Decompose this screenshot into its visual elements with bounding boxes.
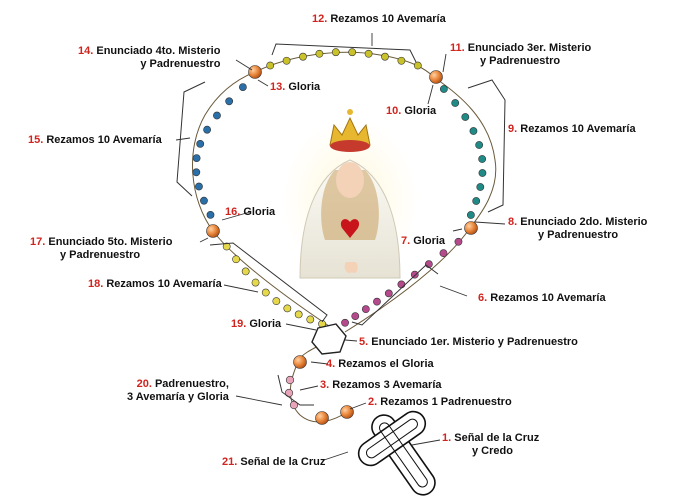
label-10: 10. Gloria	[386, 105, 437, 117]
decade-4-bead	[192, 154, 201, 162]
decade-5-bead	[306, 315, 315, 324]
decade-1-bead	[410, 270, 419, 279]
decade-4-bead	[203, 125, 212, 134]
decade-3-bead	[381, 52, 389, 61]
decade-3-bead	[348, 48, 357, 57]
decade-5-bead	[261, 288, 270, 297]
leader-lines	[175, 33, 506, 461]
decade-2-bead	[476, 183, 485, 191]
decade-2-bead	[472, 197, 481, 205]
padrenuestro-bead-4	[248, 65, 262, 79]
decade-1-bead	[454, 237, 463, 246]
decade-5-bead	[222, 242, 231, 251]
label-7: 7. Gloria	[401, 235, 446, 247]
label-19: 19. Gloria	[231, 318, 282, 330]
label-3: 3. Rezamos 3 Avemaría	[320, 379, 442, 391]
rosary-beads	[192, 48, 487, 425]
decade-1-bead	[384, 289, 393, 298]
padrenuestro-bead-20	[315, 411, 329, 425]
decade-1-bead	[373, 297, 381, 306]
decade-1-bead	[341, 318, 349, 327]
decade-3-bead	[315, 49, 324, 58]
padrenuestro-bead-intro	[340, 405, 354, 419]
crucifix	[357, 410, 436, 496]
decade-2-bead	[461, 113, 470, 121]
decade-1-bead	[361, 305, 370, 314]
label-9: 9. Rezamos 10 Avemaría	[508, 123, 636, 135]
decade-2-bead	[475, 141, 484, 149]
virgin-mary-image	[282, 109, 418, 282]
decade-5-bead	[232, 255, 240, 264]
decade-4-bead	[192, 168, 201, 177]
decade-1-bead	[439, 249, 448, 258]
decade-2-bead	[469, 127, 478, 135]
decade-4-bead	[206, 210, 215, 219]
decade-3-bead	[397, 56, 406, 65]
decade-3-bead	[364, 49, 373, 58]
decade-3-bead	[282, 56, 291, 65]
decade-4-bead	[225, 97, 234, 106]
label-2: 2. Rezamos 1 Padrenuestro	[368, 396, 512, 408]
decade-2-bead	[478, 155, 487, 163]
brackets	[176, 43, 506, 406]
decade-5-bead	[294, 310, 303, 319]
gloria-bead-4	[293, 355, 307, 369]
label-20: 20. Padrenuestro,3 Avemaría y Gloria	[127, 378, 229, 403]
central-medal	[311, 323, 347, 355]
decade-4-bead	[213, 111, 221, 120]
avemaria-intro-bead	[285, 375, 295, 385]
decade-5-bead	[241, 267, 250, 276]
decade-3-bead	[266, 61, 275, 70]
decade-5-bead	[283, 304, 292, 313]
decade-5-bead	[272, 297, 281, 306]
label-6: 6. Rezamos 10 Avemaría	[478, 292, 606, 304]
label-15: 15. Rezamos 10 Avemaría	[28, 134, 162, 146]
decade-2-bead	[466, 211, 475, 219]
decade-2-bead	[478, 169, 487, 177]
decade-2-bead	[451, 99, 460, 107]
label-13: 13. Gloria	[270, 81, 321, 93]
decade-4-bead	[200, 196, 208, 205]
decade-4-bead	[195, 182, 203, 191]
decade-2-bead	[439, 85, 448, 93]
decade-5-bead	[251, 278, 260, 287]
padrenuestro-bead-5	[206, 224, 220, 238]
label-16: 16. Gloria	[225, 206, 276, 218]
decade-3-bead	[413, 61, 422, 70]
padrenuestro-bead-2	[464, 221, 478, 235]
decade-4-bead	[238, 83, 247, 91]
decade-1-bead	[351, 312, 360, 321]
label-21: 21. Señal de la Cruz	[222, 456, 326, 468]
label-18: 18. Rezamos 10 Avemaría	[88, 278, 222, 290]
label-4: 4. Rezamos el Gloria	[326, 358, 434, 370]
padrenuestro-bead-3	[429, 70, 443, 84]
label-12: 12. Rezamos 10 Avemaría	[312, 13, 446, 25]
decade-3-bead	[299, 52, 307, 61]
decade-3-bead	[331, 48, 340, 57]
label-5: 5. Enunciado 1er. Misterio y Padrenuestr…	[359, 336, 578, 348]
decade-4-bead	[196, 139, 205, 148]
decade-1-bead	[397, 280, 406, 289]
